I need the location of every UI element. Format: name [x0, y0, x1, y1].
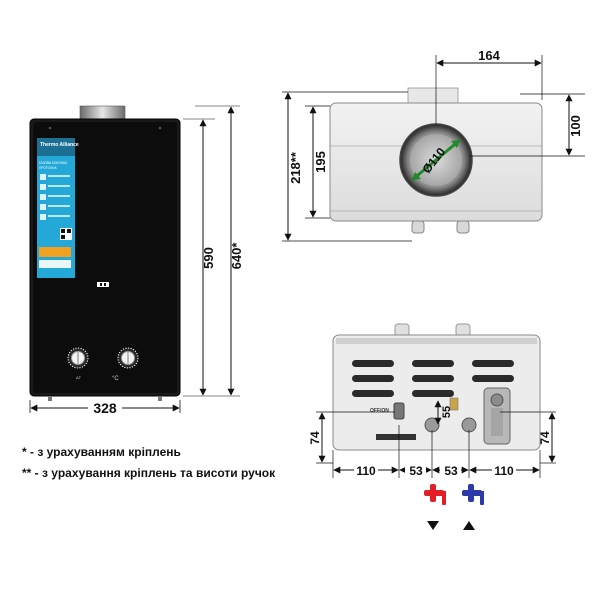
note-mounts-handles: ** - з урахування кріплень та висоти руч…	[22, 466, 276, 480]
dim-top-inner: 195	[313, 151, 328, 173]
power-switch[interactable]	[393, 402, 405, 420]
power-switch-label: OFF/ON	[370, 408, 389, 414]
dim-bottom-left: 110	[356, 464, 376, 478]
knob-left-label: ΔT	[76, 375, 82, 380]
brand-label: Thermo Alliance	[40, 142, 79, 148]
front-view: Thermo Alliance ГАЗОВА КОЛОНКА ПРОТОЧНА	[29, 105, 181, 401]
top-dimensions: 164 100 218** 195	[282, 48, 585, 242]
note-mounts: * - з урахуванням кріплень	[22, 445, 181, 459]
hot-water-tap-icon	[424, 484, 446, 505]
indicator-light	[97, 282, 109, 287]
bottom-dimensions: 110 53 53 110 74 74 55	[308, 400, 556, 478]
dim-bottom-vertical: 55	[441, 406, 453, 418]
bottom-view: OFF/ON	[332, 323, 541, 451]
dim-top-depth: 100	[568, 115, 583, 137]
cold-water-inlet	[461, 417, 477, 433]
dim-bottom-gap-left: 53	[409, 464, 423, 478]
cold-water-tap-icon	[462, 484, 484, 505]
dim-top-depth-full: 218**	[288, 151, 303, 184]
top-view: Ø110	[329, 87, 543, 234]
dim-bottom-right: 110	[494, 464, 514, 478]
hot-water-outlet	[424, 417, 440, 433]
panel-line2: ПРОТОЧНА	[39, 166, 57, 170]
dim-bottom-height-left: 74	[308, 431, 322, 445]
info-panel: Thermo Alliance ГАЗОВА КОЛОНКА ПРОТОЧНА	[37, 138, 79, 278]
dim-height: 590	[201, 247, 216, 269]
dim-bottom-gap-right: 53	[444, 464, 458, 478]
knob-left[interactable]	[67, 347, 89, 369]
dim-top-width: 164	[478, 48, 500, 63]
flue-pipe	[79, 105, 126, 121]
dim-height-with-mounts: 640*	[229, 242, 244, 270]
arrow-down-icon	[427, 521, 439, 530]
panel-line1: ГАЗОВА КОЛОНКА	[39, 161, 68, 165]
dim-front-width: 328	[93, 400, 117, 416]
knob-right-label: °C	[112, 376, 119, 382]
vent-slots	[352, 360, 514, 397]
front-dimensions: 328 590 640*	[29, 105, 244, 416]
dim-bottom-height-right: 74	[538, 431, 552, 445]
arrow-up-icon	[463, 521, 475, 530]
knob-right[interactable]	[117, 347, 139, 369]
